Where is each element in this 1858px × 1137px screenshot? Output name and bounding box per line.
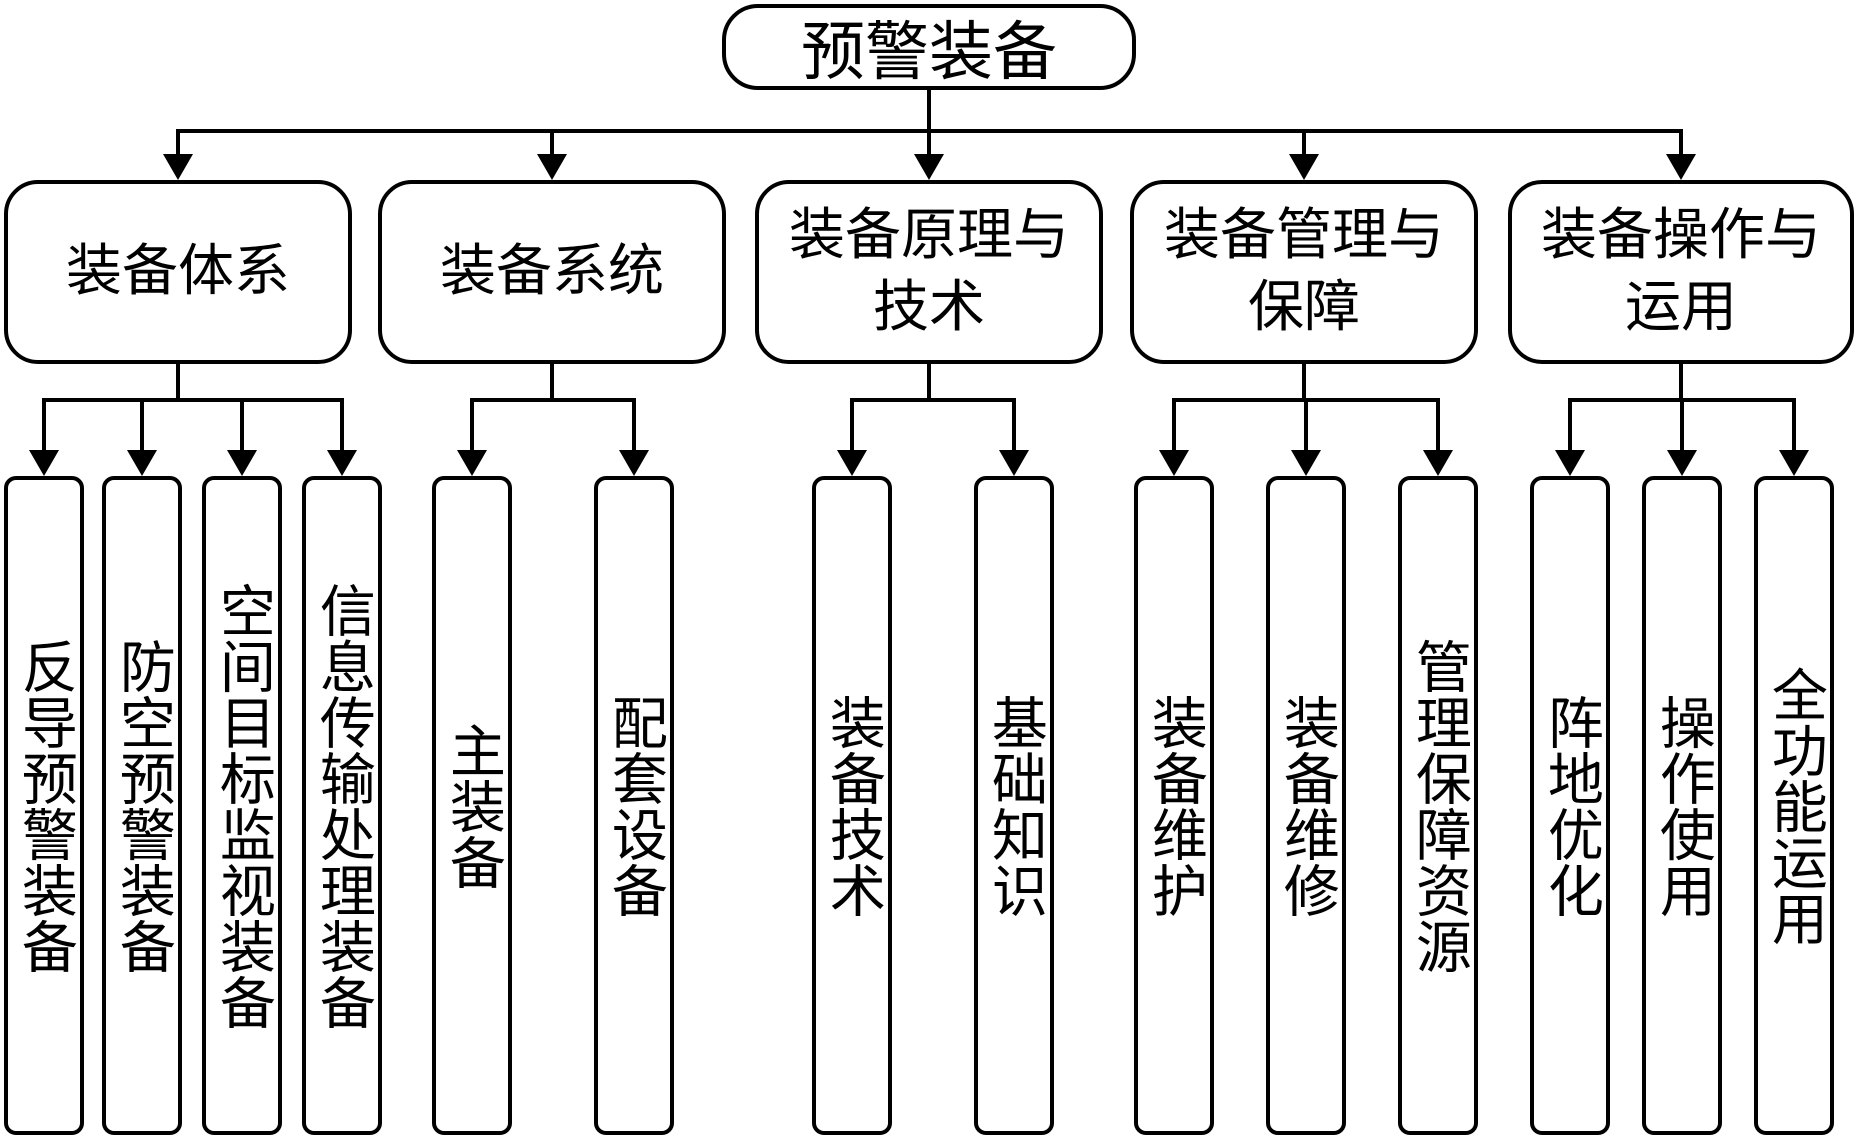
category-node-equipment-system: 装备系统: [378, 180, 726, 364]
leaf-node: 装备维修: [1266, 476, 1346, 1135]
leaf-label: 管理保障资源: [1406, 637, 1472, 974]
leaf-node: 空间目标监视装备: [202, 476, 282, 1135]
leaf-label: 信息传输处理装备: [310, 581, 376, 1030]
leaf-node: 基础知识: [974, 476, 1054, 1135]
category-label: 装备体系: [66, 239, 290, 305]
arrowhead-icon: [1423, 450, 1453, 476]
leaf-node: 管理保障资源: [1398, 476, 1478, 1135]
arrowhead-icon: [1291, 450, 1321, 476]
leaf-label: 防空预警装备: [110, 637, 176, 974]
category-node-management-support: 装备管理与 保障: [1130, 180, 1478, 364]
category-label: 装备管理与 保障: [1164, 203, 1444, 340]
arrowhead-icon: [1555, 450, 1585, 476]
leaf-label: 阵地优化: [1538, 693, 1604, 918]
arrowhead-icon: [1159, 450, 1189, 476]
category-label: 装备操作与 运用: [1541, 203, 1821, 340]
leaf-label: 空间目标监视装备: [210, 581, 276, 1030]
arrowhead-icon: [619, 450, 649, 476]
leaf-node: 配套设备: [594, 476, 674, 1135]
arrowhead-icon: [537, 154, 567, 180]
leaf-node: 主装备: [432, 476, 512, 1135]
leaf-node: 操作使用: [1642, 476, 1722, 1135]
arrowhead-icon: [227, 450, 257, 476]
leaf-node: 装备技术: [812, 476, 892, 1135]
arrowhead-icon: [1779, 450, 1809, 476]
leaf-node: 防空预警装备: [102, 476, 182, 1135]
leaf-node: 全功能运用: [1754, 476, 1834, 1135]
root-label: 预警装备: [801, 16, 1057, 90]
leaf-label: 反导预警装备: [12, 637, 78, 974]
leaf-node: 阵地优化: [1530, 476, 1610, 1135]
leaf-label: 主装备: [440, 721, 506, 890]
arrowhead-icon: [999, 450, 1029, 476]
leaf-label: 装备维修: [1274, 693, 1340, 918]
leaf-label: 装备维护: [1142, 693, 1208, 918]
category-label: 装备原理与 技术: [789, 203, 1069, 340]
arrowhead-icon: [327, 450, 357, 476]
leaf-label: 操作使用: [1650, 693, 1716, 918]
leaf-node: 信息传输处理装备: [302, 476, 382, 1135]
leaf-label: 全功能运用: [1762, 665, 1828, 946]
category-node-operation-application: 装备操作与 运用: [1508, 180, 1854, 364]
category-node-system: 装备体系: [4, 180, 352, 364]
arrowhead-icon: [914, 154, 944, 180]
leaf-node: 反导预警装备: [4, 476, 84, 1135]
arrowhead-icon: [457, 450, 487, 476]
arrowhead-icon: [127, 450, 157, 476]
category-label: 装备系统: [440, 239, 664, 305]
leaf-label: 装备技术: [820, 693, 886, 918]
arrowhead-icon: [1666, 154, 1696, 180]
arrowhead-icon: [1289, 154, 1319, 180]
arrowhead-icon: [837, 450, 867, 476]
leaf-label: 配套设备: [602, 693, 668, 918]
category-node-principle-technology: 装备原理与 技术: [755, 180, 1103, 364]
root-node: 预警装备: [722, 4, 1136, 90]
arrowhead-icon: [163, 154, 193, 180]
leaf-label: 基础知识: [982, 693, 1048, 918]
arrowhead-icon: [29, 450, 59, 476]
arrowhead-icon: [1667, 450, 1697, 476]
leaf-node: 装备维护: [1134, 476, 1214, 1135]
